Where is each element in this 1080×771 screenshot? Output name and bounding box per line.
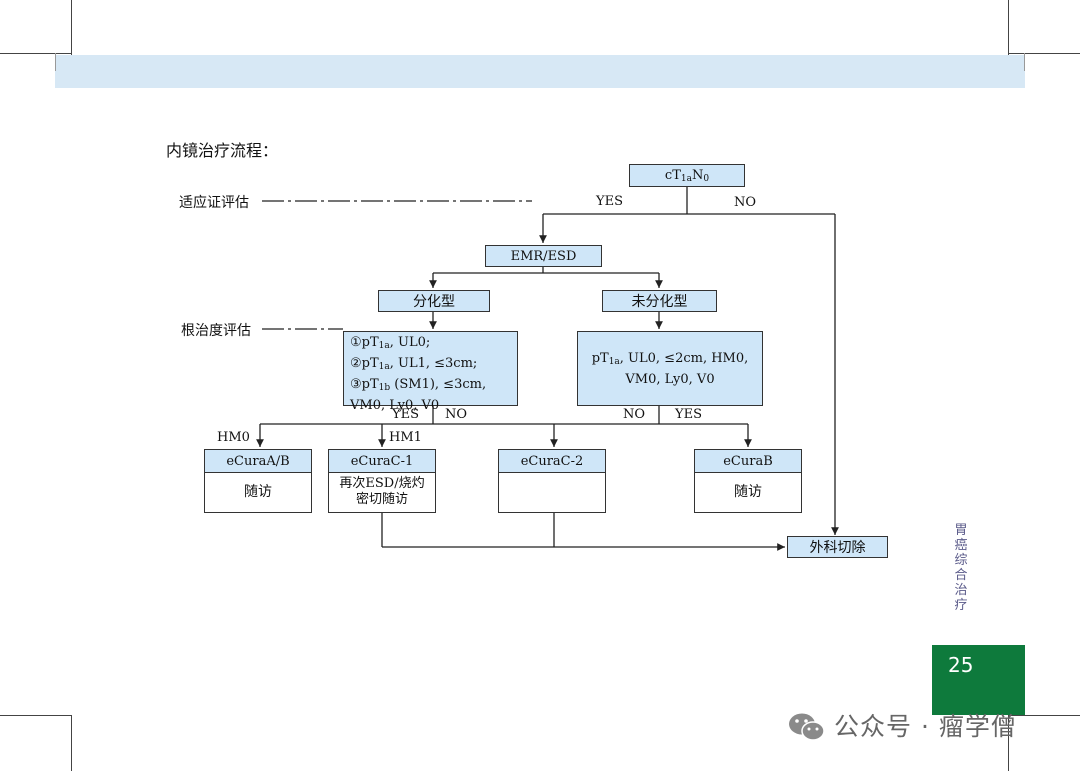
node-ecura-c1: eCuraC-1 再次ESD/烧灼 密切随访 bbox=[328, 449, 436, 513]
crop-mark bbox=[71, 0, 72, 55]
edge-label-yes: YES bbox=[596, 194, 623, 209]
node-body: 再次ESD/烧灼 密切随访 bbox=[339, 476, 425, 507]
node-undifferentiated: 未分化型 bbox=[602, 290, 717, 312]
page-number-box bbox=[932, 645, 1025, 715]
node-ct1an0-text: cT1aN0 bbox=[664, 167, 710, 184]
criteria-line: ①pT1a, UL0; bbox=[350, 335, 431, 351]
criteria-line: pT1a, UL0, ≤2cm, HM0, bbox=[591, 350, 749, 367]
curability-assessment-label: 根治度评估 bbox=[181, 323, 251, 339]
crop-mark bbox=[1008, 53, 1080, 54]
edge-label-hm0: HM0 bbox=[217, 430, 250, 445]
page-number: 25 bbox=[948, 653, 974, 677]
section-heading: 内镜治疗流程： bbox=[166, 141, 279, 160]
crop-mark bbox=[1024, 53, 1025, 71]
criteria-line: VM0, Ly0, V0 bbox=[350, 398, 440, 413]
node-differentiated: 分化型 bbox=[378, 290, 490, 312]
header-band bbox=[55, 55, 1025, 88]
node-ecura-b: eCuraB 随访 bbox=[694, 449, 802, 513]
crop-mark bbox=[1008, 715, 1080, 716]
node-surgery: 外科切除 bbox=[787, 536, 888, 558]
node-undiff-criteria: pT1a, UL0, ≤2cm, HM0, VM0, Ly0, V0 bbox=[577, 331, 763, 406]
node-title: eCuraB bbox=[695, 450, 801, 473]
node-ecura-c2: eCuraC-2 bbox=[498, 449, 606, 513]
node-body: 随访 bbox=[244, 483, 272, 500]
indication-assessment-label: 适应证评估 bbox=[179, 195, 249, 211]
edge-label-hm1: HM1 bbox=[389, 430, 422, 445]
criteria-line: ③pT1b (SM1), ≤3cm, bbox=[350, 377, 487, 393]
crop-mark bbox=[55, 53, 56, 71]
running-title-vertical: 胃癌综 合治疗 bbox=[954, 523, 968, 613]
crop-mark bbox=[71, 715, 72, 771]
watermark-text: 公众号 · 瘤学僧 bbox=[834, 712, 1017, 741]
node-ct1an0: cT1aN0 bbox=[629, 164, 745, 187]
crop-mark bbox=[1008, 0, 1009, 55]
node-title: eCuraC-1 bbox=[329, 450, 435, 473]
node-emr-esd: EMR/ESD bbox=[485, 245, 602, 267]
criteria-line: ②pT1a, UL1, ≤3cm; bbox=[350, 356, 478, 372]
edge-label-no: NO bbox=[734, 195, 757, 210]
crop-mark bbox=[0, 53, 72, 54]
node-title: eCuraC-2 bbox=[499, 450, 605, 473]
crop-mark bbox=[1008, 715, 1009, 771]
edge-label-yes: YES bbox=[392, 407, 419, 422]
wechat-icon bbox=[789, 713, 825, 741]
node-title: eCuraA/B bbox=[205, 450, 311, 473]
node-body bbox=[499, 472, 605, 512]
edge-label-no: NO bbox=[623, 407, 646, 422]
node-body: 随访 bbox=[734, 483, 762, 500]
edge-label-no: NO bbox=[445, 407, 468, 422]
criteria-line: VM0, Ly0, V0 bbox=[625, 371, 715, 387]
crop-mark bbox=[0, 715, 72, 716]
node-ecura-ab: eCuraA/B 随访 bbox=[204, 449, 312, 513]
edge-label-yes: YES bbox=[675, 407, 702, 422]
node-diff-criteria: ①pT1a, UL0; ②pT1a, UL1, ≤3cm; ③pT1b (SM1… bbox=[343, 331, 518, 413]
